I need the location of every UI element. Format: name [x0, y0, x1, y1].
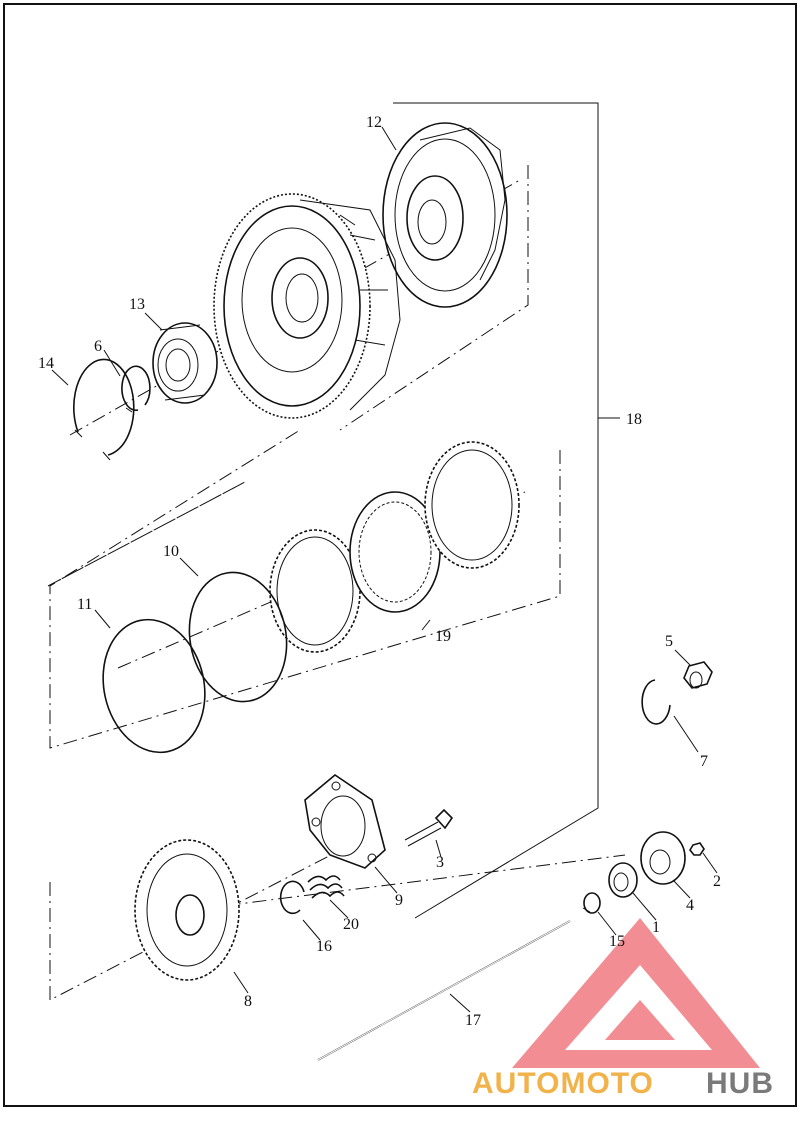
label-10: 10 [163, 543, 179, 560]
part-13-bearing [152, 322, 218, 404]
clutch-shell-ring-gear [213, 193, 401, 419]
label-18: 18 [626, 411, 642, 428]
part-20-spring [307, 875, 345, 899]
part-2-nut [689, 842, 705, 856]
label-15: 15 [609, 933, 625, 950]
label-5: 5 [665, 633, 673, 650]
part-12-clutch-hub [382, 122, 508, 308]
group-outline-lower [49, 839, 361, 1001]
part-19-friction-plate-b [424, 441, 520, 569]
label-13: 13 [129, 296, 145, 313]
label-6: 6 [94, 338, 102, 355]
group-outline-upper [339, 165, 529, 431]
part-4-adjuster [640, 831, 686, 885]
label-1: 1 [652, 919, 660, 936]
part-19-friction-plate-a [269, 529, 361, 653]
part-15-pushrod-end [582, 892, 601, 914]
part-1-bearing [608, 862, 638, 898]
label-4: 4 [686, 897, 694, 914]
label-9: 9 [395, 892, 403, 909]
part-5-nut [683, 661, 713, 689]
label-12: 12 [366, 114, 382, 131]
label-7: 7 [700, 753, 708, 770]
label-8: 8 [244, 993, 252, 1010]
label-16: 16 [316, 938, 332, 955]
label-19: 19 [435, 628, 451, 645]
watermark-text-hub: HUB [706, 1067, 774, 1100]
part-17-pushrod [317, 920, 571, 1061]
part-6-retaining-ring [121, 365, 151, 413]
part-9-plate [304, 774, 386, 869]
part-11-ring [102, 618, 206, 754]
part-3-bolt [404, 808, 454, 847]
part-7-circlip [641, 679, 671, 725]
label-11: 11 [77, 596, 92, 613]
part-14-snap-ring [73, 358, 135, 461]
leader-lines [51, 126, 718, 1013]
part-16-circlip [279, 880, 305, 915]
part-labels: 12 13 6 14 18 10 11 19 5 7 3 2 9 4 20 1 … [38, 114, 721, 1029]
label-2: 2 [713, 873, 721, 890]
watermark-text-automoto: AUTOMOTO [472, 1067, 654, 1100]
label-3: 3 [436, 854, 444, 871]
label-14: 14 [38, 355, 54, 372]
part-8-diaphragm-spring [134, 839, 240, 981]
label-20: 20 [343, 916, 359, 933]
diagram-frame [3, 3, 797, 1107]
group-outline-middle [47, 429, 561, 749]
label-17: 17 [465, 1012, 481, 1029]
watermark-text: AUTOMOTO HUB [472, 1067, 774, 1100]
group-bracket-18 [393, 102, 620, 919]
watermark-logo [512, 918, 760, 1068]
part-19-steel-plate [349, 491, 441, 613]
